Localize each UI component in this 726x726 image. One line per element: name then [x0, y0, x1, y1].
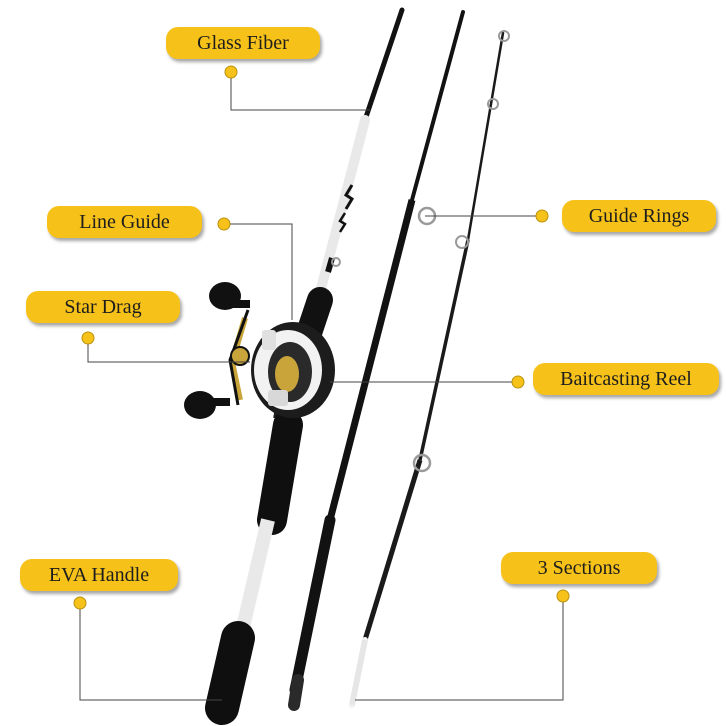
label-three-sections: 3 Sections: [501, 552, 657, 584]
leader-lines: [79, 72, 564, 701]
leader-dots: [73, 65, 570, 610]
label-baitcasting-reel: Baitcasting Reel: [533, 363, 719, 395]
label-eva-handle: EVA Handle: [20, 559, 178, 591]
rod-section-3: [349, 31, 505, 708]
label-star-drag: Star Drag: [26, 291, 180, 323]
rod-section-2: [288, 10, 465, 711]
label-line-guide: Line Guide: [47, 206, 202, 238]
label-glass-fiber: Glass Fiber: [166, 27, 320, 59]
baitcasting-reel: [184, 282, 335, 419]
label-guide-rings: Guide Rings: [562, 200, 716, 232]
